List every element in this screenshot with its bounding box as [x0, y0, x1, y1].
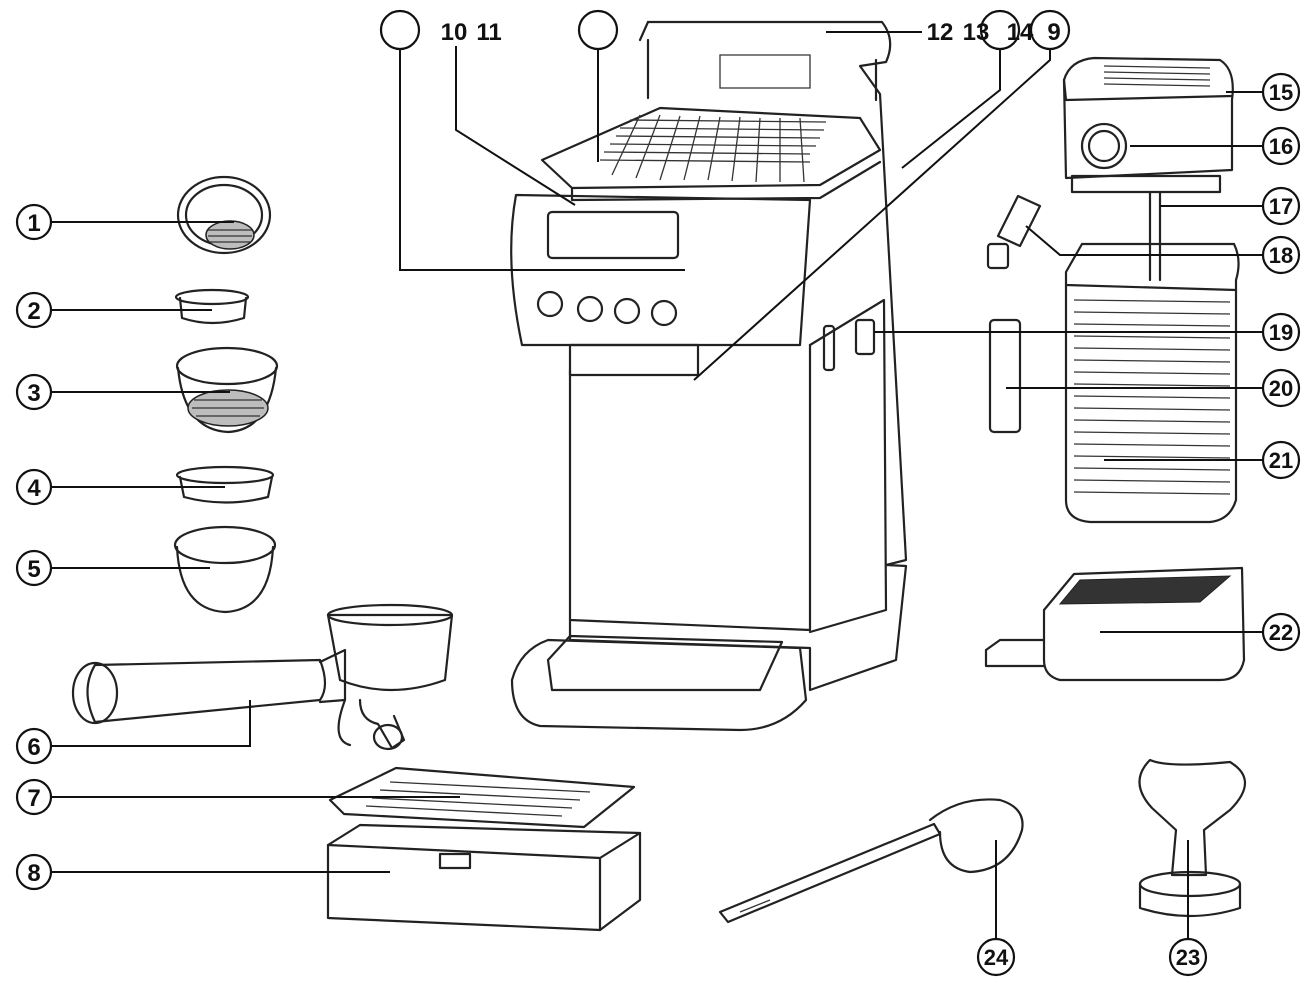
callout-17: 17 — [1269, 194, 1293, 219]
part-6-portafilter — [71, 603, 454, 751]
callout-22: 22 — [1269, 620, 1293, 645]
callout-23: 23 — [1176, 945, 1200, 970]
callout-20: 20 — [1269, 376, 1293, 401]
part-5-cup-basket — [173, 525, 277, 614]
part-15-16-17-grinder-unit — [1062, 56, 1234, 282]
part-20-steam-pipe — [988, 318, 1022, 434]
leader-lines — [52, 31, 1262, 940]
callout-5: 5 — [27, 556, 40, 583]
callout-1: 1 — [27, 210, 40, 237]
callout-4: 4 — [27, 475, 41, 502]
callout-9: 9 — [1047, 19, 1060, 46]
callout-2: 2 — [27, 298, 40, 325]
part-1-filter-basket-top — [176, 175, 272, 255]
part-21-milk-jug — [1064, 242, 1240, 524]
part-24-measuring-spoon — [718, 798, 1024, 924]
callout-12: 12 — [927, 19, 954, 46]
callout-11: 11 — [476, 19, 501, 46]
callout-24: 24 — [984, 945, 1009, 970]
callout-18: 18 — [1269, 243, 1293, 268]
callout-numbers: 1 2 3 4 5 6 7 8 9 10 11 12 13 14 15 16 1… — [27, 19, 1293, 970]
callout-circles — [15, 9, 1301, 977]
callout-13: 13 — [963, 19, 990, 46]
callout-3: 3 — [27, 380, 40, 407]
part-23-tamper — [1138, 758, 1246, 918]
part-3-mesh-basket — [175, 346, 279, 434]
callout-14: 14 — [1007, 19, 1034, 46]
callout-7: 7 — [27, 785, 40, 812]
espresso-machine-body — [510, 20, 908, 732]
part-7-drip-grate — [328, 766, 636, 829]
callout-15: 15 — [1269, 80, 1293, 105]
callout-6: 6 — [27, 734, 40, 761]
part-4-ring — [175, 465, 275, 504]
callout-19: 19 — [1269, 320, 1293, 345]
callout-8: 8 — [27, 860, 40, 887]
part-18-steam-tip — [986, 194, 1042, 270]
callout-10: 10 — [441, 19, 468, 46]
part-22-tray — [984, 566, 1246, 682]
callout-21: 21 — [1269, 448, 1293, 473]
callout-16: 16 — [1269, 134, 1293, 159]
part-8-drip-tray — [326, 823, 642, 932]
part-2-ring — [174, 288, 250, 325]
